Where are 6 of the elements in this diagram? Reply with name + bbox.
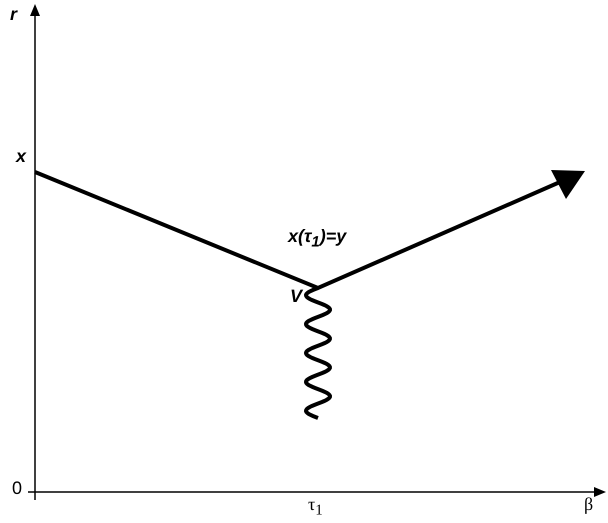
origin-label: 0 <box>12 478 22 498</box>
tick-label: τ$_{1}$ <box>308 498 323 517</box>
vertex-label: x(τ$_{1}$)=y <box>288 226 346 253</box>
point-label: x <box>16 146 26 166</box>
axis-label: r <box>10 4 18 24</box>
vertex-label: V <box>290 286 302 306</box>
